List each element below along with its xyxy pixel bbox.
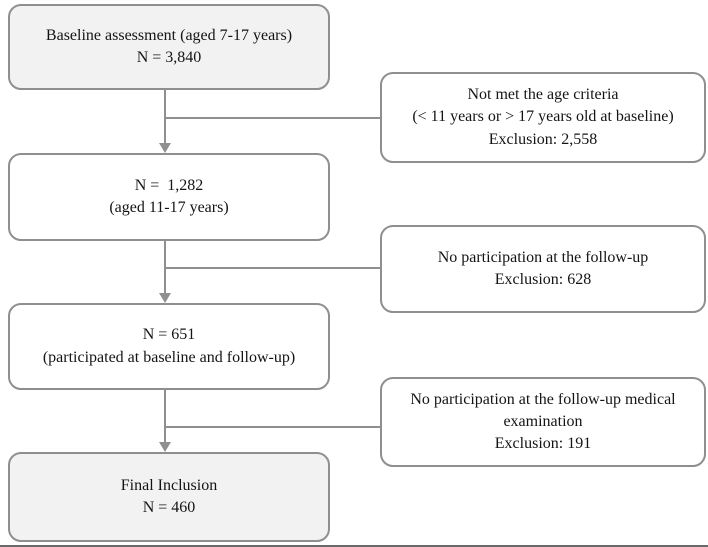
followup-exclusion-count: Exclusion: 628 [494, 271, 592, 288]
followup-exclusion-title: No participation at the follow-up [437, 248, 649, 266]
down-arrowhead-icon [159, 293, 171, 303]
medical-exclusion-count: Exclusion: 191 [494, 435, 592, 453]
followup-participants-box: N = 651 (participated at baseline and fo… [8, 303, 330, 390]
followup-exclusion-box: No participation at the follow-up Exclus… [380, 225, 706, 313]
branch-line-3 [165, 426, 380, 428]
age-filtered-label: (aged 11-17 years) [109, 199, 229, 216]
baseline-assessment-count: N = 3,840 [136, 49, 202, 66]
age-exclusion-criteria: (< 11 years or > 17 years old at baselin… [412, 108, 674, 126]
connector-line-3 [164, 390, 166, 443]
baseline-assessment-box: Baseline assessment (aged 7-17 years) N … [8, 4, 330, 90]
figure-bottom-border [0, 545, 708, 547]
age-filtered-box: N = 1,282 (aged 11-17 years) [8, 153, 330, 241]
baseline-assessment-label: Baseline assessment (aged 7-17 years) [45, 26, 293, 44]
followup-participants-label: (participated at baseline and follow-up) [42, 348, 296, 366]
final-inclusion-box: Final Inclusion N = 460 [8, 452, 330, 542]
age-exclusion-box: Not met the age criteria (< 11 years or … [380, 72, 706, 163]
down-arrowhead-icon [159, 442, 171, 452]
down-arrowhead-icon [159, 143, 171, 153]
final-inclusion-label: Final Inclusion [120, 476, 218, 494]
age-filtered-count: N = 1,282 [134, 176, 204, 194]
medical-exclusion-title-1: No participation at the follow-up medica… [410, 390, 676, 408]
final-inclusion-count: N = 460 [142, 499, 196, 516]
followup-participants-count: N = 651 [142, 326, 196, 344]
medical-exclusion-box: No participation at the follow-up medica… [380, 377, 706, 467]
medical-exclusion-title-2: examination [503, 412, 583, 430]
age-exclusion-title: Not met the age criteria [467, 86, 619, 104]
branch-line-1 [165, 117, 380, 119]
age-exclusion-count: Exclusion: 2,558 [488, 130, 598, 148]
branch-line-2 [165, 267, 380, 269]
